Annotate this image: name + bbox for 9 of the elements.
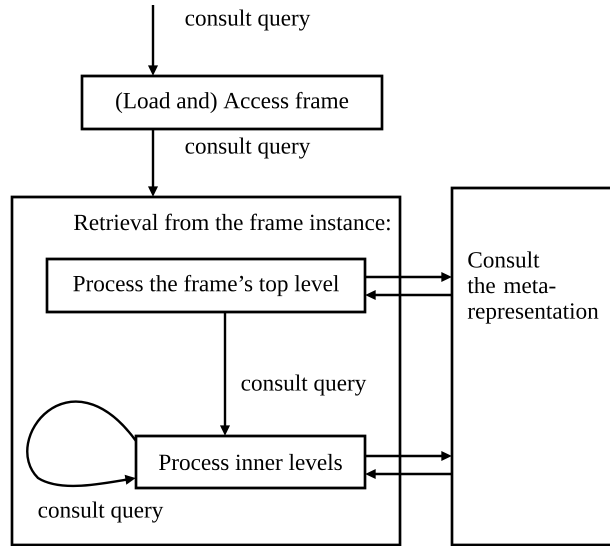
process-box: Process the frame’s top level: [46, 258, 366, 314]
process-box: Process inner levels: [134, 434, 366, 490]
edge-label: consult query: [183, 8, 312, 32]
edge-label: consult query: [239, 373, 368, 397]
loop-arrow: [26, 400, 137, 488]
side-box: Consult the meta-representation: [450, 186, 610, 546]
process-box: (Load and) Access frame: [80, 74, 384, 130]
edge-label: consult query: [183, 136, 312, 160]
edge-label: consult query: [36, 500, 165, 524]
